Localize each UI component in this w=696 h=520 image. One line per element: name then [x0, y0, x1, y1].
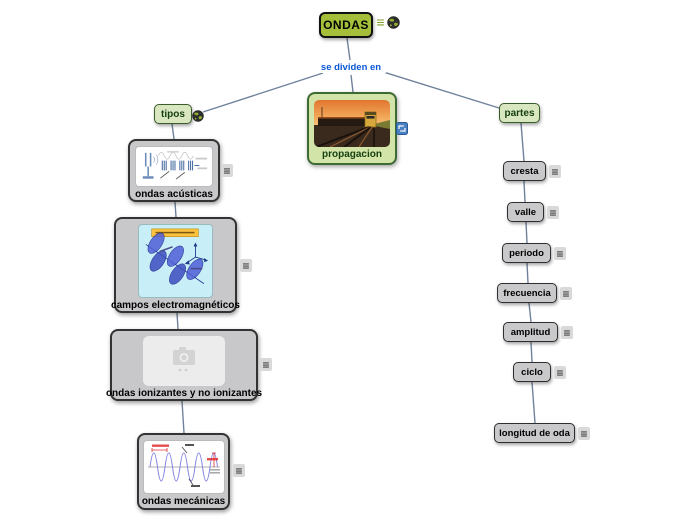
node-ciclo[interactable]: ciclo — [513, 362, 551, 382]
connector-root-label — [346, 37, 351, 61]
node-periodo-label: periodo — [509, 247, 544, 259]
linking-phrase-se-dividen-en[interactable]: se dividen en — [316, 62, 386, 73]
node-frecuencia[interactable]: frecuencia — [497, 283, 557, 303]
connector-cresta-valle — [523, 180, 526, 203]
connector-periodo-frecuencia — [526, 262, 529, 284]
node-ondas-mecanicas-label: ondas mecánicas — [141, 496, 226, 507]
node-valle-label: valle — [514, 206, 537, 218]
connector-tipos-acusticas — [171, 123, 175, 140]
connector-ciclo-longitud — [531, 381, 536, 424]
node-frecuencia-label: frecuencia — [503, 287, 551, 299]
menu-icon[interactable]: ≡ — [547, 206, 559, 219]
missing-image-placeholder — [143, 336, 225, 386]
connector-label-propagacion — [350, 74, 354, 93]
node-tipos[interactable]: tipos — [154, 104, 192, 124]
menu-icon[interactable]: ≡ — [240, 259, 252, 272]
menu-icon[interactable]: ≡ — [260, 358, 272, 371]
menu-icon[interactable]: ≡ — [549, 165, 561, 178]
menu-icon[interactable]: ≡ — [561, 326, 573, 339]
node-cresta-label: cresta — [510, 165, 539, 177]
node-ondas-label: ONDAS — [323, 18, 369, 32]
node-ondas-acusticas-label: ondas acústicas — [135, 189, 213, 200]
connector-partes-cresta — [520, 122, 525, 162]
node-tipos-label: tipos — [161, 108, 185, 120]
connector-lines — [171, 37, 536, 434]
node-ondas-acusticas[interactable]: ondas acústicas — [128, 139, 220, 202]
node-propagacion-label: propagacion — [321, 149, 382, 160]
resource-link-icon[interactable] — [396, 122, 408, 135]
menu-icon[interactable]: ≡ — [221, 164, 233, 177]
connector-ionizantes-mecanicas — [181, 400, 185, 434]
node-amplitud-label: amplitud — [510, 326, 551, 338]
globe-icon[interactable] — [387, 16, 400, 29]
connector-label-tipos — [202, 72, 324, 113]
node-longitud-de-oda[interactable]: longitud de oda — [494, 423, 575, 443]
node-cresta[interactable]: cresta — [503, 161, 546, 181]
menu-icon[interactable]: ≡ — [554, 247, 566, 260]
node-longitud-de-oda-label: longitud de oda — [499, 427, 570, 439]
electromagnetic-wave-diagram-image — [138, 224, 213, 298]
node-ondas-mecanicas[interactable]: ondas mecánicas — [137, 433, 230, 510]
sine-wave-diagram-image — [142, 440, 225, 494]
node-amplitud[interactable]: amplitud — [503, 322, 558, 342]
menu-icon[interactable]: ≡ — [376, 14, 385, 30]
menu-icon[interactable]: ≡ — [560, 287, 572, 300]
node-periodo[interactable]: periodo — [502, 243, 551, 263]
connector-frecuencia-amplitud — [528, 302, 532, 323]
connector-label-partes — [376, 69, 500, 109]
connector-acusticas-campos — [174, 201, 177, 218]
node-partes[interactable]: partes — [499, 103, 540, 123]
node-ondas-ionizantes[interactable]: ondas ionizantes y no ionizantes — [106, 329, 262, 401]
node-propagacion[interactable]: propagacion — [307, 92, 397, 165]
node-ondas-ionizantes-label: ondas ionizantes y no ionizantes — [105, 388, 263, 399]
node-valle[interactable]: valle — [507, 202, 544, 222]
connector-amplitud-ciclo — [530, 341, 533, 363]
node-ondas[interactable]: ONDAS — [319, 12, 373, 38]
acoustic-wave-diagram-image — [135, 146, 213, 187]
node-partes-label: partes — [504, 107, 535, 119]
globe-icon[interactable] — [192, 110, 204, 122]
node-ciclo-label: ciclo — [521, 366, 543, 378]
node-campos-electromagneticos[interactable]: campos electromagnéticos — [111, 217, 240, 313]
node-campos-electromagneticos-label: campos electromagnéticos — [111, 300, 240, 311]
menu-icon[interactable]: ≡ — [578, 427, 590, 440]
connector-valle-periodo — [525, 221, 528, 244]
menu-icon[interactable]: ≡ — [233, 464, 245, 477]
connector-campos-ionizantes — [176, 312, 179, 330]
menu-icon[interactable]: ≡ — [554, 366, 566, 379]
train-sunset-photo — [314, 100, 390, 147]
